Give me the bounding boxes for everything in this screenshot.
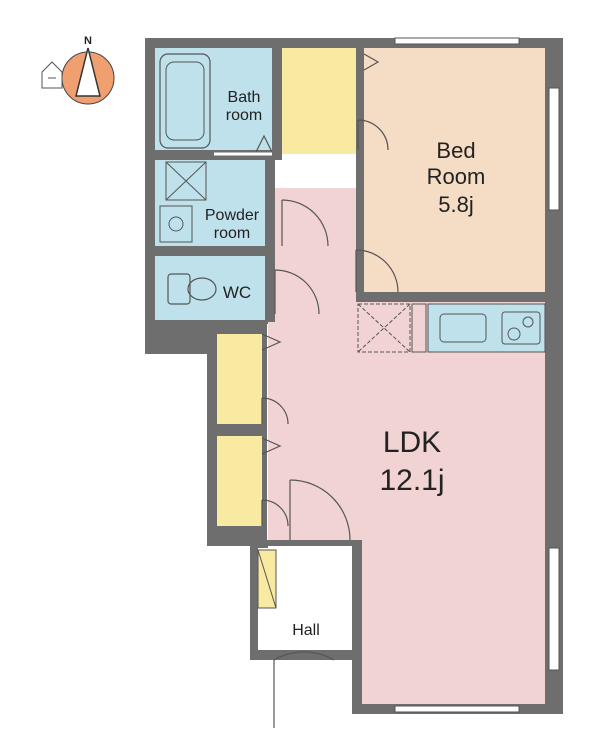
compass: N: [41, 35, 115, 105]
wc-fill: [155, 256, 265, 320]
fridge-space: [357, 303, 411, 353]
house-icon: [41, 61, 63, 89]
powder-room-label-2: room: [214, 225, 250, 242]
stove: [501, 311, 541, 345]
bathtub: [159, 53, 211, 149]
bedroom-label-1: Bed: [436, 138, 475, 163]
bedroom-size: 5.8j: [438, 192, 473, 217]
bath-room-label-1: Bath: [228, 89, 261, 106]
bath-closet-fill: [282, 48, 356, 154]
compass-letter: N: [84, 35, 92, 47]
powder-room-fill: [155, 160, 265, 246]
hall-label: Hall: [292, 622, 320, 639]
closet-upper-fill: [217, 334, 262, 424]
wc-label: WC: [223, 283, 251, 302]
hallway-white-strip: [282, 160, 356, 188]
ldk-label: LDK: [383, 426, 441, 459]
washing-machine-space: [165, 161, 207, 201]
north-arrow-icon: [75, 47, 101, 97]
toilet: [167, 273, 217, 305]
ldk-size: 12.1j: [379, 464, 444, 497]
powder-room-label-1: Powder: [205, 207, 260, 224]
kitchen-sink: [439, 313, 487, 343]
windows: [394, 37, 560, 713]
bedroom-label-2: Room: [427, 164, 486, 189]
wash-basin: [159, 205, 193, 243]
bedroom-fill: [364, 48, 545, 292]
door-swings: [214, 53, 399, 728]
bath-room-label-2: room: [226, 107, 262, 124]
closet-lower-fill: [217, 436, 262, 526]
